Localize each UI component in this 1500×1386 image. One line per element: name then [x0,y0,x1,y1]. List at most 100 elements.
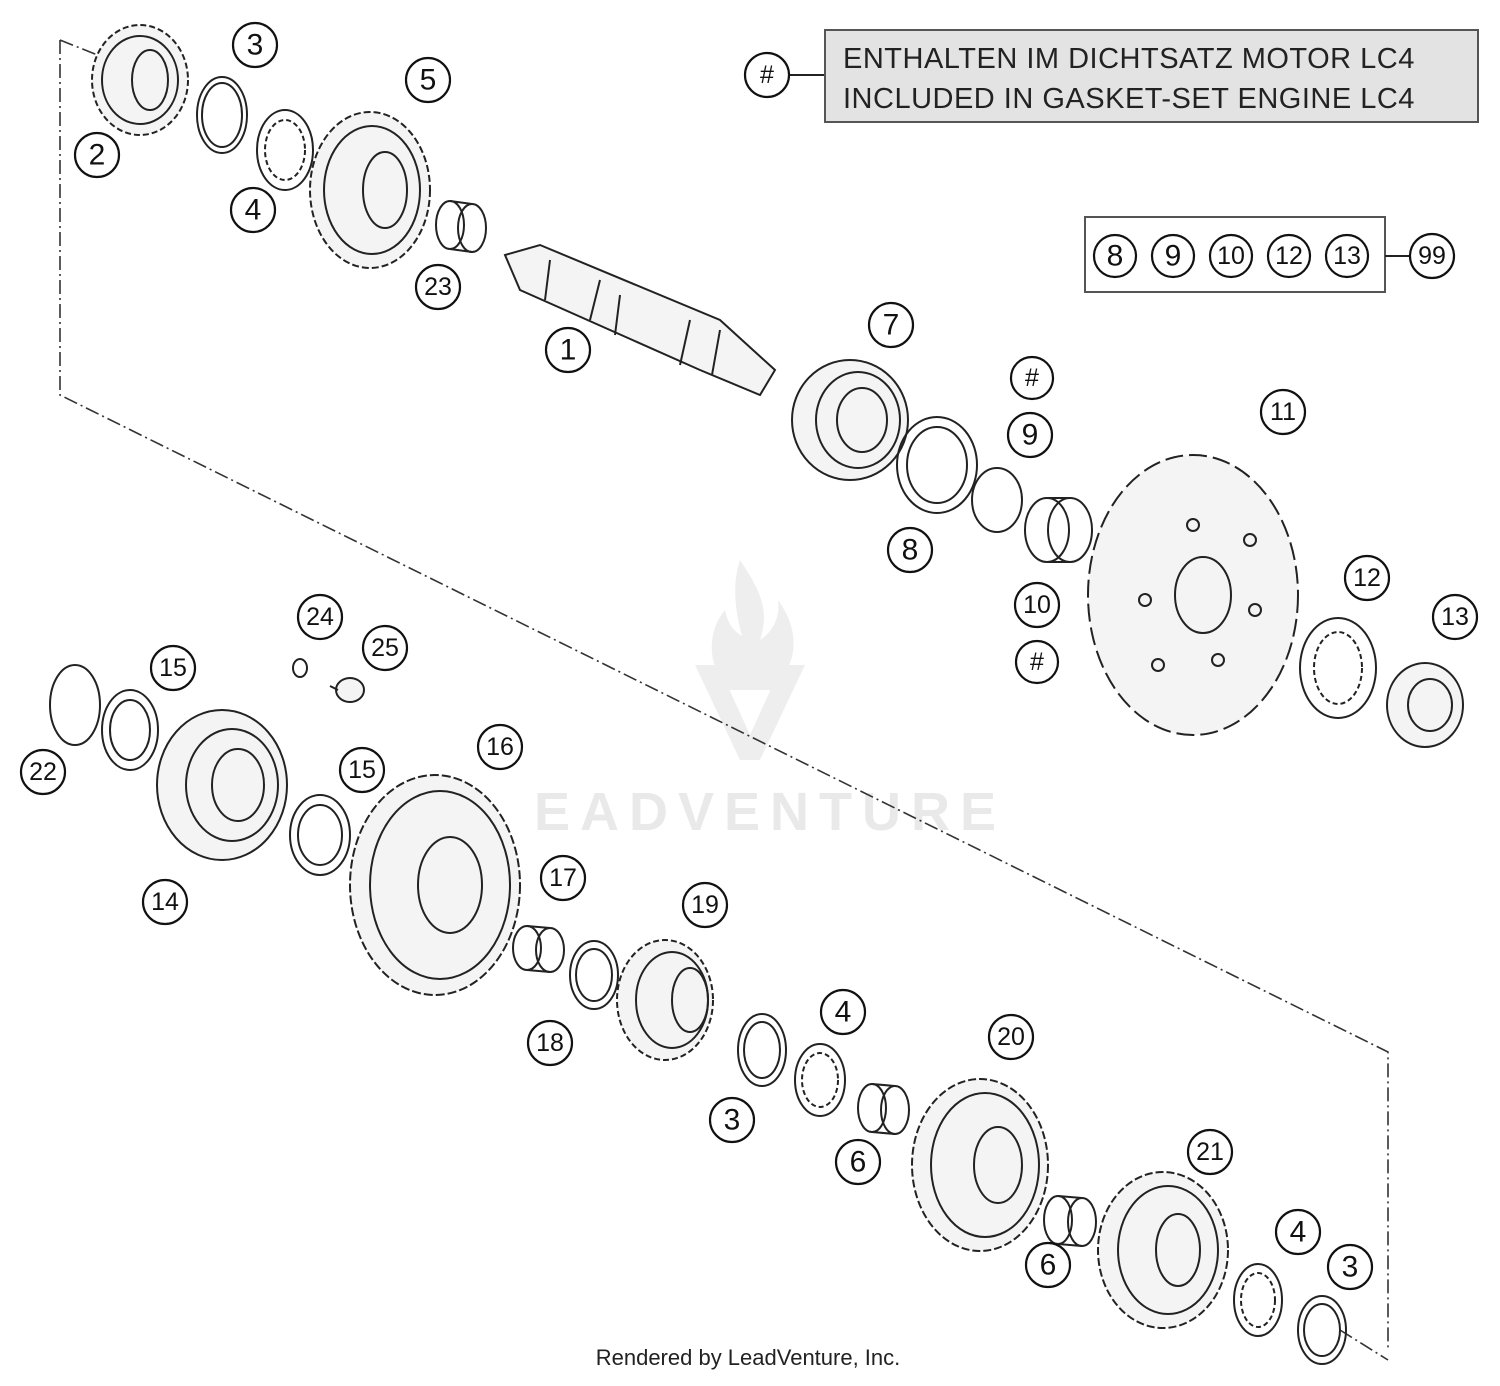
watermark: EADVENTURE [534,560,996,842]
callout-label: 1 [560,334,577,367]
note-line-english: INCLUDED IN GASKET-SET ENGINE LC4 [843,83,1415,115]
footer-credit: Rendered by LeadVenture, Inc. [596,1345,901,1370]
callout-label: 6 [1040,1249,1057,1282]
callout-label: 4 [1290,1216,1307,1249]
callout-label: 16 [486,733,514,761]
callout-label: 3 [247,29,264,62]
callout-19: 19 [681,881,729,929]
callout-5: 5 [404,56,452,104]
callout-16: 16 [476,723,524,771]
callout-4-lower: 4 [1274,1208,1322,1256]
callout-label: 15 [159,654,187,682]
callout-9: 9 [1006,411,1054,459]
kit-item: 10 [1217,242,1245,270]
callout-label: 12 [1353,564,1381,592]
part-9-o-ring [971,467,1023,533]
callout-label: 9 [1022,419,1039,452]
callout-label: 4 [245,194,262,227]
parts-kit-group: 8 9 10 12 13 99 [1084,216,1456,293]
callout-label: 5 [420,64,437,97]
callout-8: 8 [886,526,934,574]
callout-25: 25 [361,624,409,672]
note-hash-callout [743,51,791,99]
part-14-bearing [156,709,288,861]
part-callouts: 1 2 3 4 5 23 7 8 # 9 10 # 11 12 13 24 25… [19,21,1479,1291]
callout-label: 6 [850,1146,867,1179]
callout-label: # [1025,364,1039,392]
callout-13: 13 [1431,593,1479,641]
part-20-gear [911,1078,1049,1252]
part-10-spacer [1024,497,1093,563]
part-21-gear [1097,1171,1229,1329]
part-4-washer-upper [256,109,314,191]
callout-label: 23 [424,273,452,301]
part-15-washer-left [101,689,159,771]
callout-label: 14 [151,888,179,916]
kit-item: 13 [1333,242,1361,270]
callout-10: 10 [1013,581,1061,629]
callout-label: 24 [306,603,334,631]
callout-label: 2 [89,139,106,172]
part-24-small-washer [292,658,308,678]
callout-label: 25 [371,634,399,662]
kit-result-label: 99 [1418,242,1446,270]
callout-label: 17 [549,864,577,892]
part-18-washer [569,940,619,1010]
callout-label: 13 [1441,603,1469,631]
callout-2: 2 [73,131,121,179]
gasket-set-note: # ENTHALTEN IM DICHTSATZ MOTOR LC4 INCLU… [743,29,1479,123]
callout-3: 3 [231,21,279,69]
callout-6-mid: 6 [834,1138,882,1186]
part-23-bushing [435,200,487,253]
kit-item: 12 [1275,242,1303,270]
callout-label: 21 [1196,1138,1224,1166]
part-2-gear [91,24,189,136]
kit-items: 8 9 10 12 13 [1092,233,1370,279]
part-3-washer-mid [737,1013,787,1087]
callout-15-left: 15 [149,644,197,692]
part-7-bearing [791,359,909,481]
callout-label: 8 [902,534,919,567]
note-box [824,29,1479,123]
part-15-washer-mid [289,794,351,876]
callout-11: 11 [1259,388,1307,436]
callout-4: 4 [229,186,277,234]
part-11-sprocket [1087,454,1299,736]
callout-12: 12 [1343,554,1391,602]
callout-17: 17 [539,854,587,902]
callout-label: 11 [1270,398,1296,426]
part-13-nut [1386,662,1464,748]
part-4-washer-lower [1233,1263,1283,1337]
callout-label: 7 [883,309,900,342]
callout-3-lower: 3 [1326,1243,1374,1291]
assembly-outline [59,39,1389,1361]
v-logo-icon [695,665,805,760]
part-4-washer-mid [794,1043,846,1117]
part-16-large-gear [349,774,521,996]
part-6-bushing-mid [857,1083,910,1135]
callout-label: # [1030,648,1044,676]
callout-label: 20 [997,1023,1025,1051]
part-8-seal [896,416,978,514]
part-22-circlip [49,664,101,746]
note-hash-symbol: # [760,61,774,89]
part-3-washer-lower [1297,1295,1347,1365]
callout-6-lower: 6 [1024,1241,1072,1289]
callout-hash-upper: # [1009,355,1055,401]
callout-4-mid: 4 [819,988,867,1036]
kit-result-callout [1408,232,1456,280]
callout-15-mid: 15 [338,746,386,794]
callout-3-mid: 3 [708,1096,756,1144]
part-25-screw [329,677,365,703]
callout-22: 22 [19,748,67,796]
callout-label: 18 [536,1029,564,1057]
callout-14: 14 [141,878,189,926]
part-17-bushing [512,925,565,973]
callout-label: 22 [29,758,57,786]
callout-24: 24 [296,593,344,641]
callout-23: 23 [414,263,462,311]
callout-18: 18 [526,1019,574,1067]
part-1-main-shaft [503,243,777,397]
part-6-bushing-lower [1043,1195,1097,1247]
